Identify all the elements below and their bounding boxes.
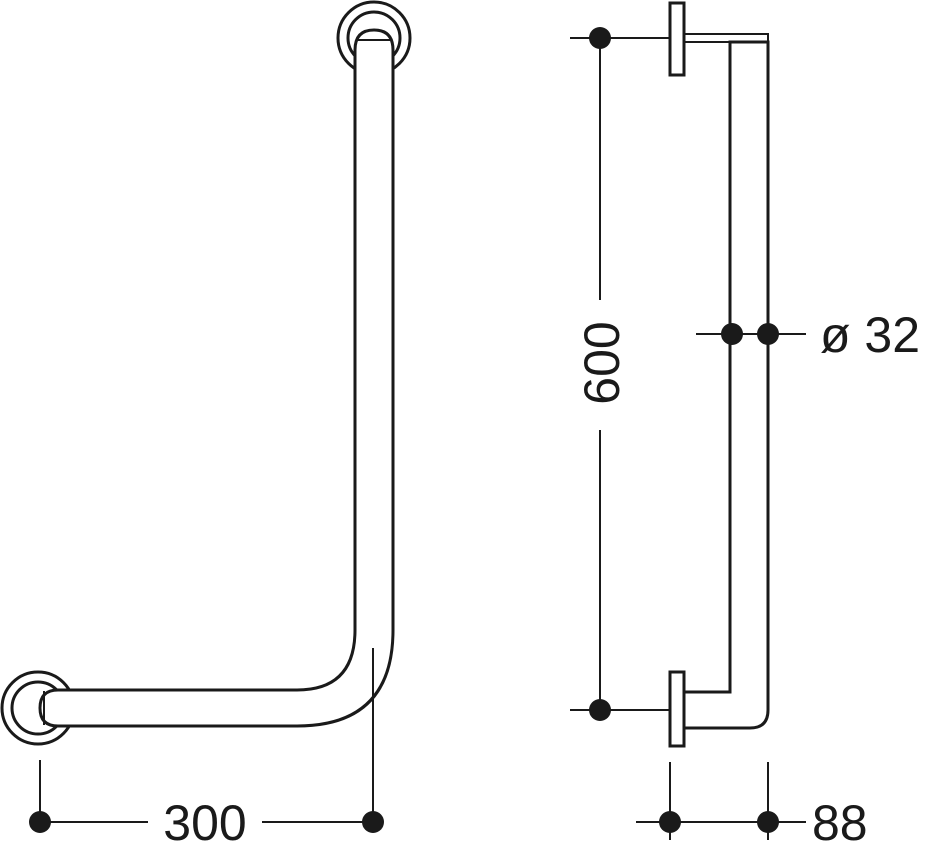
l-shaped-tube: [38, 28, 395, 728]
width-dimension: 300: [29, 648, 384, 851]
front-view: 300: [0, 0, 412, 851]
diameter-dimension: ø 32: [696, 307, 920, 363]
top-bar: [683, 33, 769, 43]
vertical-tube: [682, 40, 770, 730]
side-view: 600 ø 32 88: [570, 1, 920, 851]
diameter-dimension-label: ø 32: [820, 307, 920, 363]
offset-dimension-label: 88: [812, 795, 868, 851]
offset-dimension: 88: [636, 762, 868, 851]
height-dimension: 600: [570, 27, 670, 721]
height-dimension-label: 600: [574, 321, 630, 404]
bottom-wall-flange: [668, 670, 686, 748]
width-dimension-label: 300: [163, 795, 246, 851]
top-wall-flange: [668, 1, 686, 77]
